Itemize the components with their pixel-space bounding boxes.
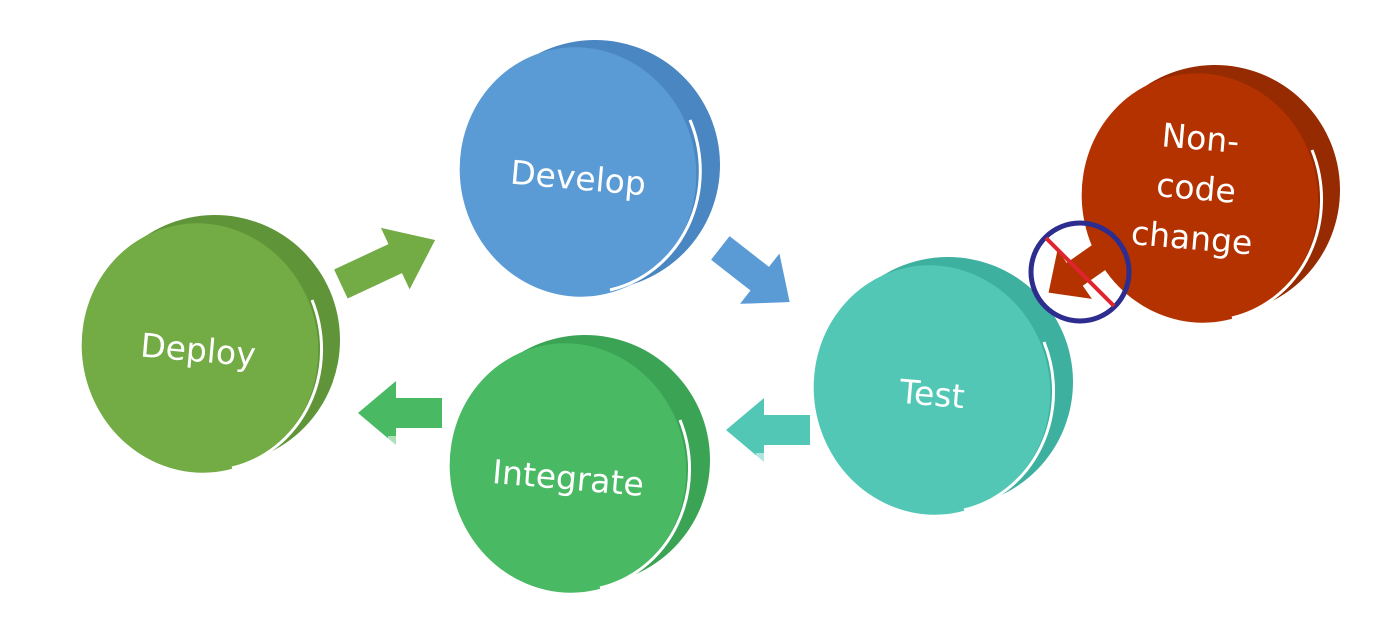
non-code-disk-face: [1081, 73, 1319, 323]
arrow-deploy-to-develop-bevel: [409, 240, 445, 294]
deploy-disk-face: [81, 223, 319, 473]
deploy-node: Deploy: [81, 215, 340, 473]
arrow-test-to-integrate-bevel: [756, 445, 810, 470]
arrow-integrate-to-deploy-bevel: [388, 428, 442, 453]
integrate-disk-face: [449, 343, 687, 593]
non-code-disk-edge: [1231, 149, 1323, 320]
arrow-non-code-to-test-body: [1048, 239, 1116, 299]
arrow-develop-to-test: [711, 236, 793, 316]
arrow-develop-to-test-body: [711, 236, 790, 304]
arrow-integrate-to-deploy: [358, 381, 442, 453]
develop-disk-edge: [609, 119, 702, 292]
deploy-disk-edge: [231, 299, 323, 470]
arrow-deploy-to-develop-body: [334, 227, 436, 299]
non-code-label-line-2: code: [1155, 165, 1238, 211]
arrow-develop-to-test-bevel: [740, 302, 793, 316]
no-entry-icon: [1028, 220, 1132, 324]
test-node: Test: [813, 257, 1073, 515]
non-code-label-line-1: Non-: [1160, 115, 1241, 161]
arrow-test-to-integrate: [726, 398, 810, 470]
develop-node: Develop: [459, 40, 720, 297]
no-entry-ring: [1028, 220, 1132, 324]
test-disk-edge: [963, 341, 1055, 512]
arrow-test-to-integrate-body: [726, 398, 810, 462]
integrate-node: Integrate: [449, 335, 710, 593]
integrate-disk-edge: [599, 419, 691, 590]
arrow-deploy-to-develop: [334, 227, 445, 299]
arrow-non-code-to-test-bevel: [1039, 248, 1058, 293]
arrow-non-code-to-test: [1039, 239, 1116, 299]
non-code-change-node: Non- code change: [1081, 65, 1340, 323]
test-label: Test: [897, 372, 966, 417]
develop-disk-face: [459, 47, 697, 297]
non-code-label-group: Non- code change: [1130, 115, 1254, 262]
test-disk-face: [813, 265, 1051, 515]
no-entry-slash: [1044, 236, 1116, 308]
arrow-integrate-to-deploy-body: [358, 381, 442, 445]
